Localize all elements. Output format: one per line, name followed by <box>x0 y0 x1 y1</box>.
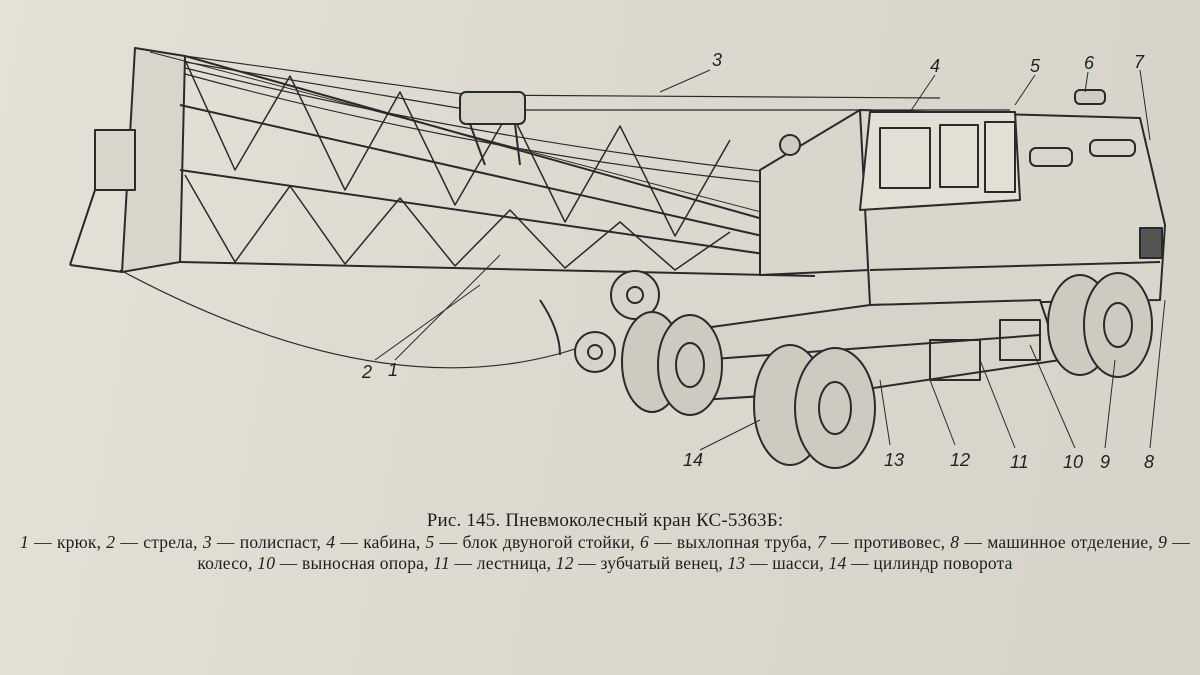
legend-text: крюк <box>56 532 97 552</box>
legend-num: 11 <box>433 553 450 573</box>
legend-text: блок двуногой стойки <box>462 532 631 552</box>
legend-text: полиспаст <box>239 532 317 552</box>
legend-text: машинное отделение <box>987 532 1149 552</box>
callout-10: 10 <box>1063 452 1084 472</box>
winch-drums <box>539 270 660 373</box>
legend-num: 10 <box>257 553 276 573</box>
legend-text: шасси <box>772 553 820 573</box>
legend-num: 9 <box>1158 532 1168 552</box>
wheels <box>621 272 1153 469</box>
legend-num: 6 <box>639 532 649 552</box>
cabin-and-machine-house <box>759 89 1166 306</box>
chassis <box>689 299 1061 401</box>
legend-text: кабина <box>363 532 416 552</box>
callout-7: 7 <box>1134 52 1145 72</box>
legend-num: 13 <box>727 553 746 573</box>
legend-num: 5 <box>425 532 435 552</box>
callout-11: 11 <box>1010 452 1029 472</box>
figure-caption: Рис. 145. Пневмоколесный кран КС-5363Б: … <box>20 510 1190 574</box>
leader-lines <box>374 69 1166 451</box>
legend-text: противовес <box>853 532 941 552</box>
callout-14: 14 <box>683 450 704 470</box>
callout-5: 5 <box>1030 56 1041 76</box>
legend-num: 2 <box>106 532 116 552</box>
legend-num: 8 <box>950 532 960 552</box>
boom <box>69 47 831 277</box>
legend-num: 3 <box>202 532 212 552</box>
legend-text: колесо <box>197 553 249 573</box>
callout-2: 2 <box>362 362 373 382</box>
legend-text: цилиндр поворота <box>873 553 1013 573</box>
legend-num: 4 <box>326 532 336 552</box>
figure-title: Рис. 145. Пневмоколесный кран КС-5363Б: <box>426 510 784 531</box>
callout-4: 4 <box>930 56 941 76</box>
callout-8: 8 <box>1144 452 1155 472</box>
figure-legend: 1 — крюк, 2 — стрела, 3 — полиспаст, 4 —… <box>20 532 1190 573</box>
callout-1: 1 <box>388 360 399 380</box>
callout-9: 9 <box>1100 452 1111 472</box>
legend-num: 1 <box>20 532 29 552</box>
pulley-block <box>459 91 526 166</box>
legend-num: 14 <box>828 553 847 573</box>
legend-text: выхлопная труба <box>676 532 808 552</box>
legend-text: зубчатый венец <box>600 553 719 573</box>
legend-num: 12 <box>555 553 574 573</box>
legend-num: 7 <box>816 532 826 552</box>
legend-text: выносная опора <box>302 553 425 573</box>
callout-12: 12 <box>950 450 971 470</box>
callout-13: 13 <box>884 450 905 470</box>
callout-3: 3 <box>712 50 723 70</box>
legend-text: лестница <box>476 553 547 573</box>
callout-6: 6 <box>1084 53 1095 73</box>
legend-text: стрела <box>143 532 194 552</box>
